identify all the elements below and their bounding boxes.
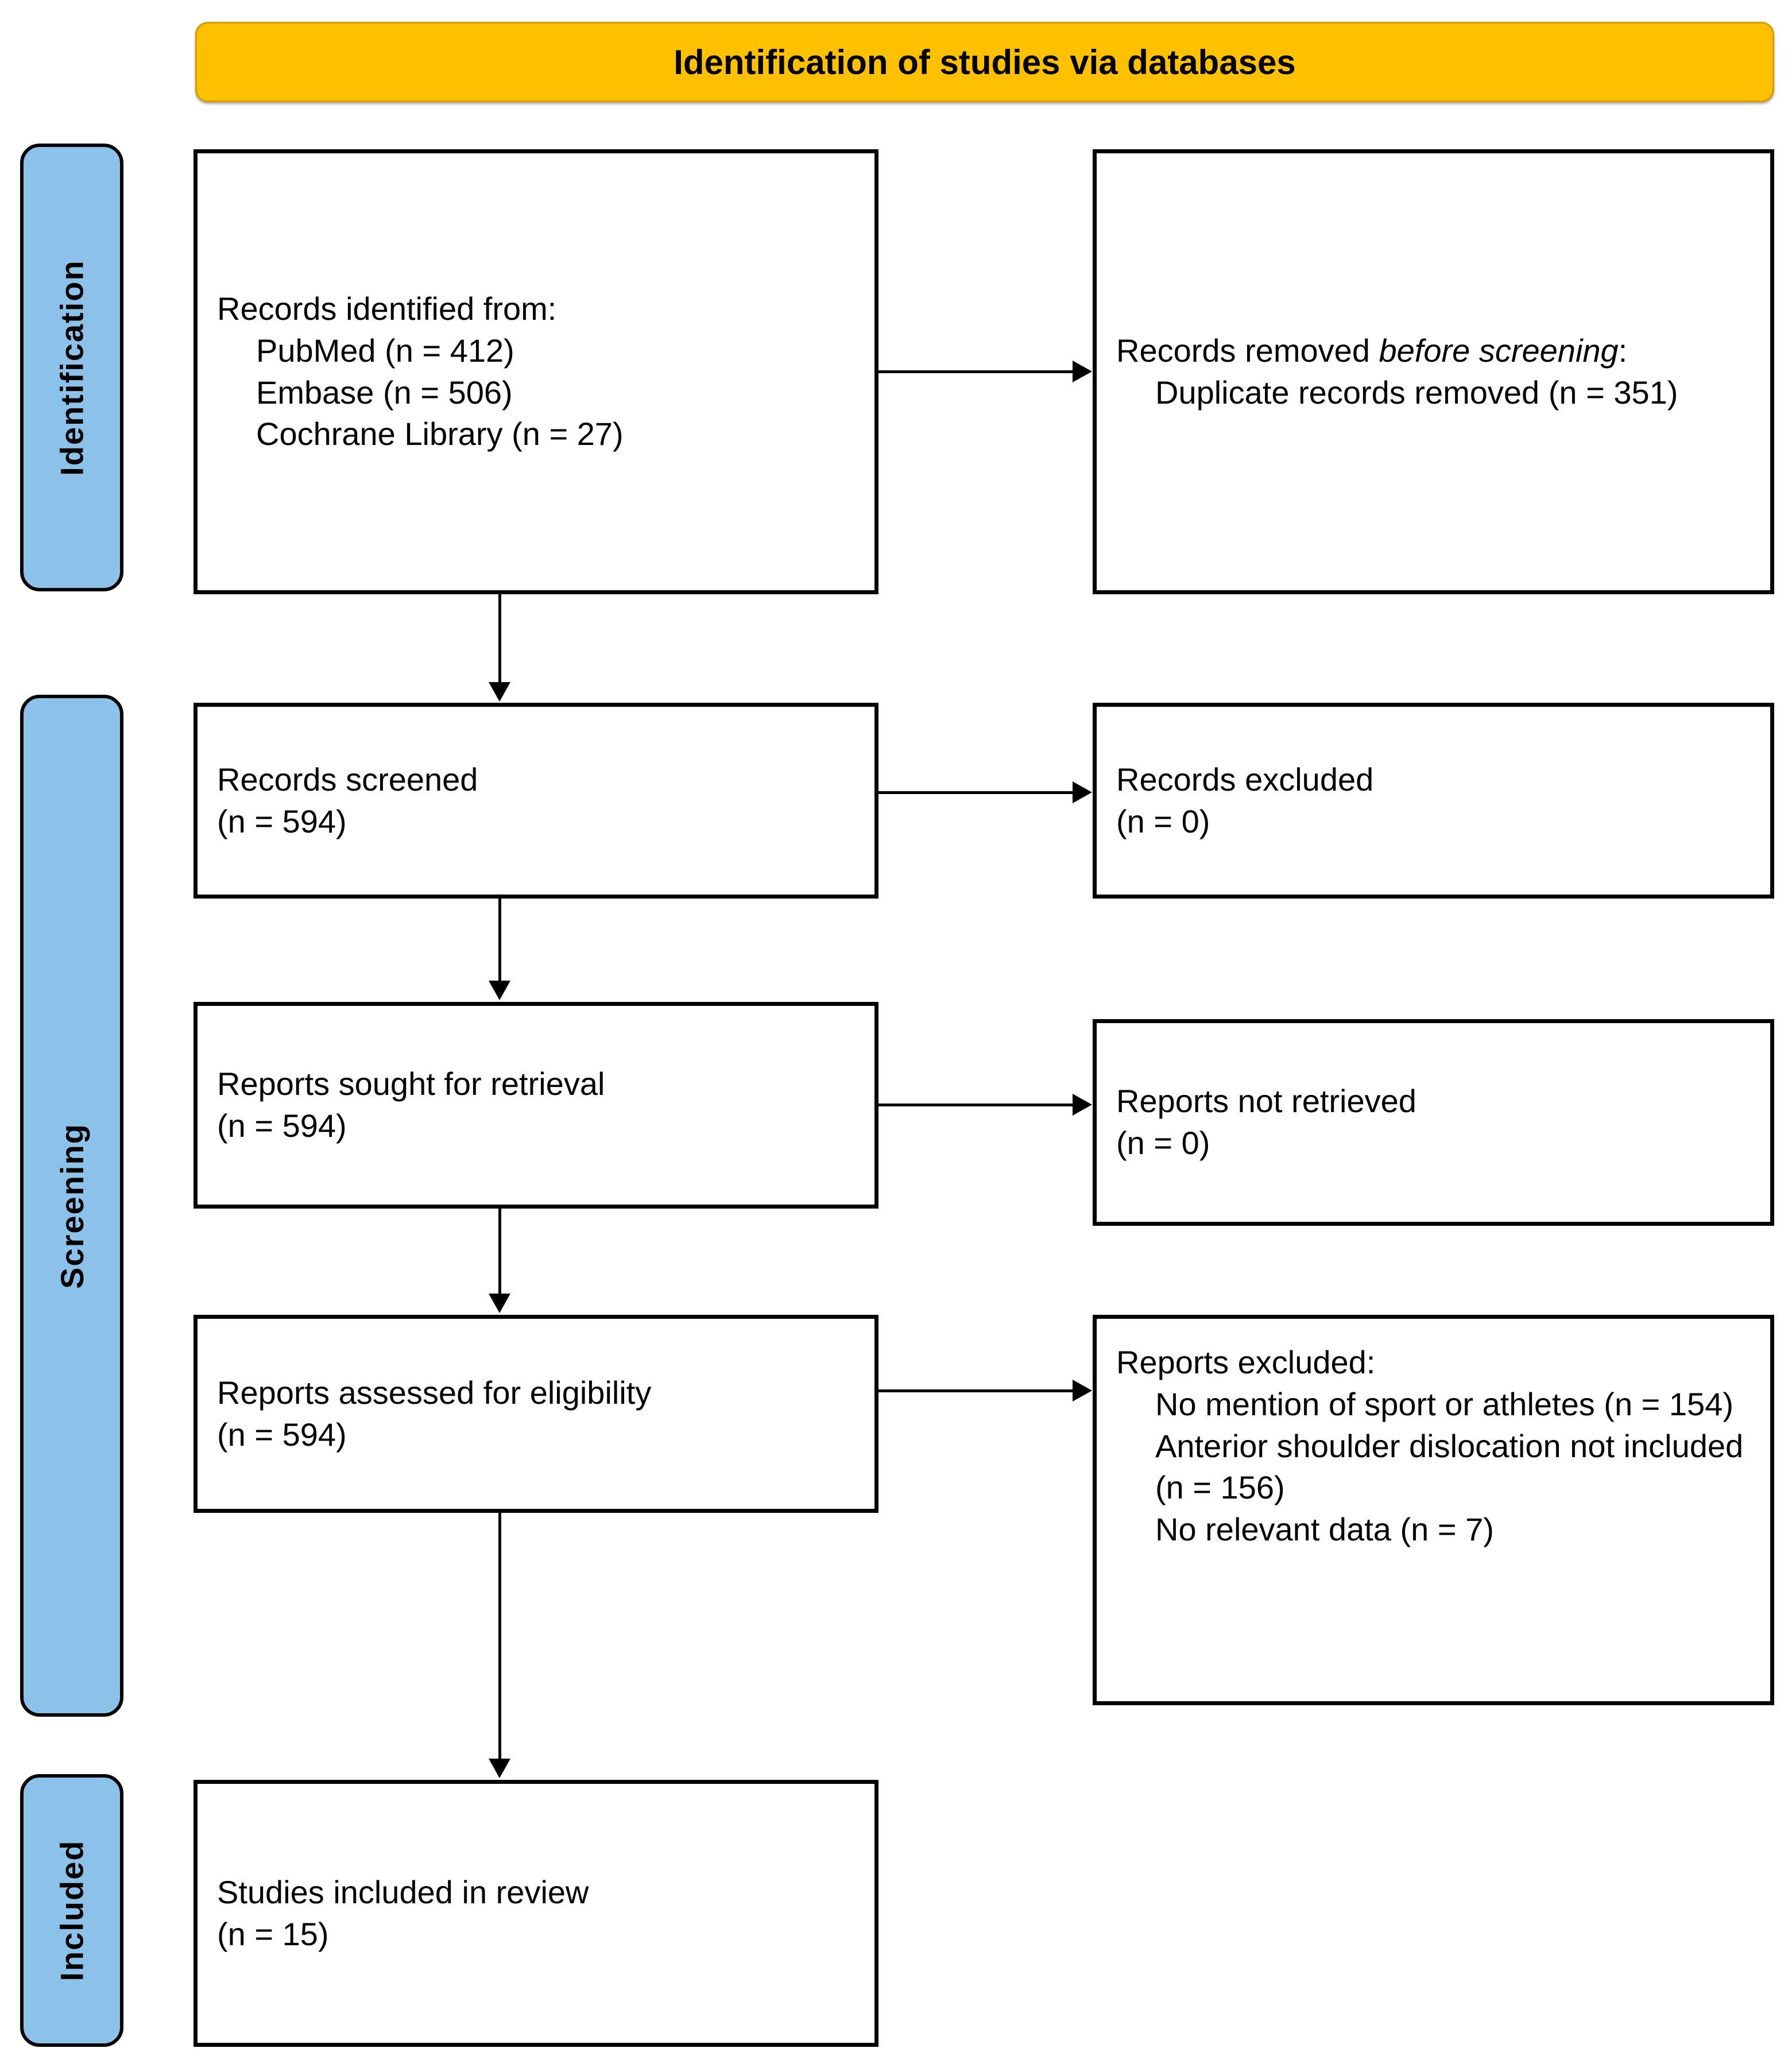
banner-title: Identification of studies via databases: [674, 42, 1296, 82]
connector-screened-to-sought: [498, 899, 501, 982]
arrowhead-sought-to-not-retrieved: [1073, 1094, 1092, 1116]
reports-not-retrieved-line1: Reports not retrieved: [1116, 1083, 1416, 1120]
stage-identification: Identification: [20, 144, 123, 591]
identification-banner: Identification of studies via databases: [195, 22, 1774, 102]
arrowhead-identified-to-screened: [489, 682, 510, 702]
records-screened-text: Records screened (n = 594): [198, 759, 874, 843]
reports-assessed-text: Reports assessed for eligibility (n = 59…: [198, 1372, 874, 1456]
arrowhead-screened-to-excluded: [1073, 781, 1092, 803]
connector-sought-to-assessed: [498, 1209, 501, 1295]
reports-sought-line1: Reports sought for retrieval: [217, 1066, 605, 1102]
records-excluded-line1: Records excluded: [1116, 761, 1374, 797]
arrowhead-screened-to-sought: [489, 981, 510, 1000]
records-identified-text: Records identified from: PubMed (n = 412…: [198, 288, 874, 455]
box-reports-excluded: Reports excluded: No mention of sport or…: [1093, 1315, 1774, 1705]
records-screened-line1: Records screened: [217, 761, 478, 797]
box-records-identified: Records identified from: PubMed (n = 412…: [193, 149, 878, 594]
reports-excluded-item-2: No relevant data (n = 7): [1155, 1511, 1494, 1548]
records-removed-item-0: Duplicate records removed (n = 351): [1155, 374, 1678, 411]
reports-sought-line2: (n = 594): [217, 1108, 347, 1144]
stage-included: Included: [20, 1774, 123, 2047]
box-reports-assessed: Reports assessed for eligibility (n = 59…: [193, 1315, 878, 1513]
reports-excluded-item-0: No mention of sport or athletes (n = 154…: [1155, 1385, 1733, 1422]
reports-excluded-item-1: Anterior shoulder dislocation not includ…: [1155, 1427, 1744, 1506]
reports-excluded-text: Reports excluded: No mention of sport or…: [1097, 1319, 1770, 1551]
studies-included-line2: (n = 15): [217, 1915, 329, 1952]
connector-sought-to-not-retrieved: [878, 1104, 1074, 1106]
connector-identified-to-screened: [498, 594, 501, 683]
box-records-excluded: Records excluded (n = 0): [1093, 703, 1774, 899]
stage-identification-label: Identification: [53, 259, 90, 476]
records-removed-heading-post: :: [1618, 332, 1628, 369]
connector-identified-to-removed: [878, 370, 1074, 373]
records-removed-text: Records removed before screening: Duplic…: [1097, 330, 1770, 414]
reports-not-retrieved-text: Reports not retrieved (n = 0): [1097, 1081, 1770, 1164]
stage-included-label: Included: [53, 1840, 90, 1981]
reports-not-retrieved-line2: (n = 0): [1116, 1125, 1210, 1161]
connector-assessed-to-excluded: [878, 1389, 1074, 1392]
arrowhead-assessed-to-included: [489, 1759, 510, 1778]
arrowhead-assessed-to-excluded: [1073, 1380, 1092, 1401]
box-reports-sought: Reports sought for retrieval (n = 594): [193, 1002, 878, 1209]
records-identified-item-2: Cochrane Library (n = 27): [256, 416, 624, 452]
stage-screening-label: Screening: [53, 1122, 90, 1289]
connector-screened-to-excluded: [878, 791, 1074, 794]
stage-screening: Screening: [20, 695, 123, 1717]
box-reports-not-retrieved: Reports not retrieved (n = 0): [1093, 1019, 1774, 1226]
records-screened-line2: (n = 594): [217, 803, 347, 839]
reports-excluded-heading: Reports excluded:: [1116, 1344, 1376, 1380]
records-removed-heading: Records removed before screening:: [1116, 330, 1770, 372]
box-records-removed: Records removed before screening: Duplic…: [1093, 149, 1774, 594]
records-identified-heading: Records identified from:: [217, 290, 557, 327]
box-studies-included: Studies included in review (n = 15): [193, 1780, 878, 2047]
arrowhead-sought-to-assessed: [489, 1294, 510, 1313]
arrowhead-identified-to-removed: [1073, 361, 1092, 382]
studies-included-text: Studies included in review (n = 15): [198, 1872, 874, 1956]
records-removed-heading-italic: before screening: [1379, 332, 1619, 369]
reports-sought-text: Reports sought for retrieval (n = 594): [198, 1063, 874, 1147]
box-records-screened: Records screened (n = 594): [193, 703, 878, 899]
connector-assessed-to-included: [498, 1513, 501, 1760]
reports-assessed-line1: Reports assessed for eligibility: [217, 1374, 652, 1411]
records-identified-item-0: PubMed (n = 412): [256, 332, 514, 369]
studies-included-line1: Studies included in review: [217, 1873, 589, 1910]
reports-assessed-line2: (n = 594): [217, 1416, 347, 1453]
records-excluded-line2: (n = 0): [1116, 803, 1210, 839]
records-excluded-text: Records excluded (n = 0): [1097, 759, 1770, 843]
records-identified-item-1: Embase (n = 506): [256, 374, 513, 411]
records-removed-heading-pre: Records removed: [1116, 332, 1379, 369]
